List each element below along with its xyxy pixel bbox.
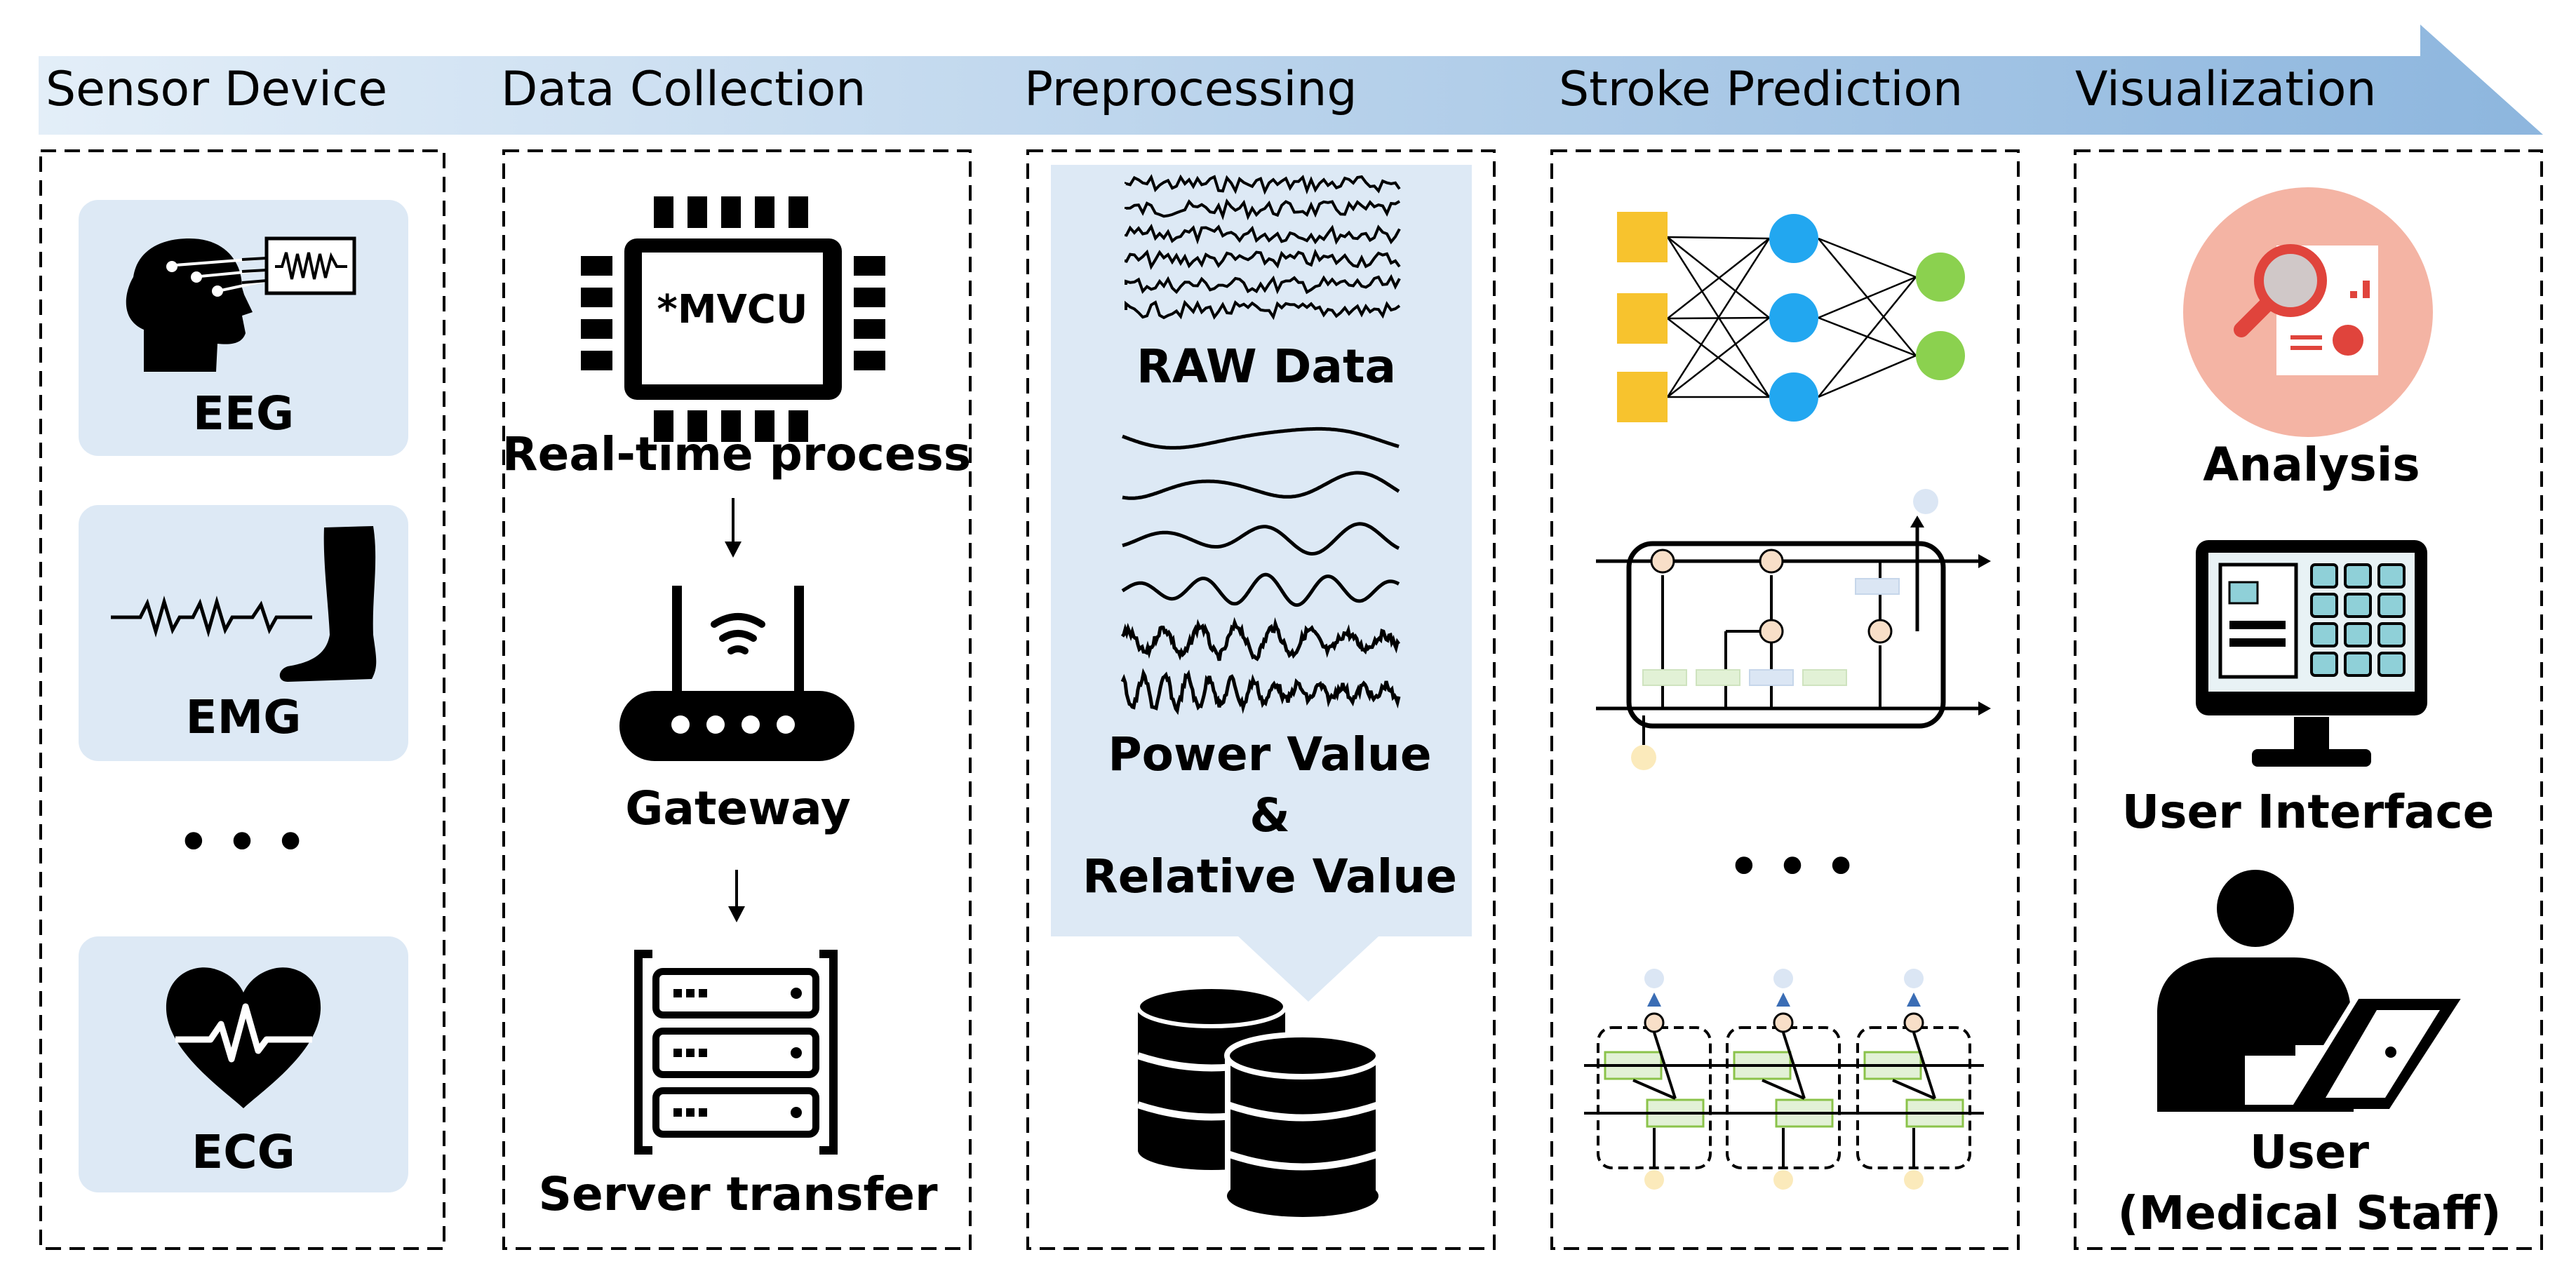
chip-icon	[581, 196, 885, 442]
ui-key	[2377, 652, 2406, 677]
down-arrow-icon	[728, 870, 745, 922]
nn-hidden-node	[1769, 372, 1818, 422]
ampersand-label: &	[1249, 788, 1290, 842]
visualization-ui-label: User Interface	[2122, 785, 2495, 839]
nn-input-node	[1617, 212, 1668, 262]
ui-key	[2377, 593, 2406, 618]
user-icon	[2157, 870, 2471, 1115]
column-stroke-prediction	[1550, 149, 2020, 1250]
neural-network-edges	[1666, 236, 1917, 398]
heart-ecg-icon	[166, 967, 321, 1108]
bi-lstm-cell	[1844, 969, 1984, 1190]
raw-trace	[1125, 300, 1401, 321]
server-icon	[634, 950, 838, 1155]
bi-lstm-icon	[1584, 969, 1984, 1190]
ui-key	[2377, 563, 2406, 589]
collection-step-server-transfer: Server transfer	[538, 1167, 938, 1221]
bi-lstm-cell	[1713, 969, 1853, 1190]
pipeline-arrow	[39, 25, 2543, 135]
ui-key	[2310, 563, 2338, 589]
database-icon	[1136, 985, 1381, 1217]
band-trace	[1122, 471, 1400, 500]
ui-key	[2344, 652, 2372, 677]
column-visualization	[2074, 149, 2543, 1250]
down-arrow-icon	[725, 498, 742, 558]
lstm-cell-icon	[1596, 489, 1991, 770]
band-trace	[1120, 617, 1401, 661]
nn-input-node	[1617, 372, 1668, 422]
stage-label-visualization: Visualization	[2075, 62, 2377, 117]
nn-output-node	[1916, 331, 1965, 380]
ui-key	[2344, 622, 2372, 647]
chip-label: *MVCU	[657, 287, 808, 332]
sensor-label-eeg: EEG	[193, 386, 294, 441]
stage-label-sensor-device: Sensor Device	[46, 62, 387, 117]
band-trace	[1120, 668, 1401, 715]
nn-input-node	[1617, 293, 1668, 344]
band-trace	[1121, 572, 1400, 607]
relative-value-label: Relative Value	[1082, 849, 1457, 903]
column-sensor-device	[39, 149, 445, 1250]
ui-key	[2310, 622, 2338, 647]
raw-trace	[1125, 274, 1401, 295]
nn-output-node	[1916, 253, 1965, 302]
visualization-analysis-label: Analysis	[2203, 438, 2420, 492]
sensor-label-ecg: ECG	[192, 1125, 295, 1179]
analysis-icon	[2183, 187, 2433, 437]
ui-key	[2310, 593, 2338, 618]
sensor-label-emg: EMG	[186, 690, 302, 744]
raw-trace	[1125, 248, 1401, 271]
visualization-medical-staff-label: (Medical Staff)	[2118, 1186, 2502, 1240]
preprocessing-callout-panel	[1051, 165, 1472, 1002]
band-waves-icon	[1120, 426, 1401, 715]
column-data-collection	[502, 149, 972, 1250]
sensor-more-ellipsis: • • •	[178, 814, 307, 871]
visualization-user-label: User	[2250, 1125, 2370, 1179]
nn-hidden-node	[1769, 214, 1818, 263]
power-value-label: Power Value	[1108, 727, 1431, 781]
band-trace	[1122, 426, 1400, 450]
stage-label-preprocessing: Preprocessing	[1024, 62, 1357, 117]
ui-key	[2344, 593, 2372, 618]
collection-step-realtime-process: Real-time process	[502, 427, 971, 481]
prediction-more-ellipsis: • • •	[1729, 838, 1857, 896]
leg-emg-icon	[111, 526, 377, 682]
band-trace	[1122, 522, 1400, 556]
ui-key	[2310, 652, 2338, 677]
raw-trace	[1125, 174, 1401, 195]
neural-network-icon	[1617, 212, 1965, 422]
user-interface-icon	[2196, 540, 2427, 767]
raw-eeg-waves-icon	[1125, 174, 1401, 321]
ui-key	[2377, 622, 2406, 647]
nn-hidden-node	[1769, 293, 1818, 342]
stage-label-data-collection: Data Collection	[501, 62, 866, 117]
collection-step-gateway: Gateway	[625, 781, 851, 835]
head-eeg-icon	[126, 236, 356, 372]
raw-trace	[1125, 223, 1401, 246]
raw-trace	[1125, 198, 1401, 221]
ui-key	[2344, 563, 2372, 589]
raw-data-label: RAW Data	[1136, 339, 1396, 394]
stage-label-stroke-prediction: Stroke Prediction	[1559, 62, 1963, 117]
bi-lstm-cell	[1584, 969, 1724, 1190]
router-icon	[619, 586, 854, 761]
column-preprocessing	[1026, 149, 1496, 1250]
